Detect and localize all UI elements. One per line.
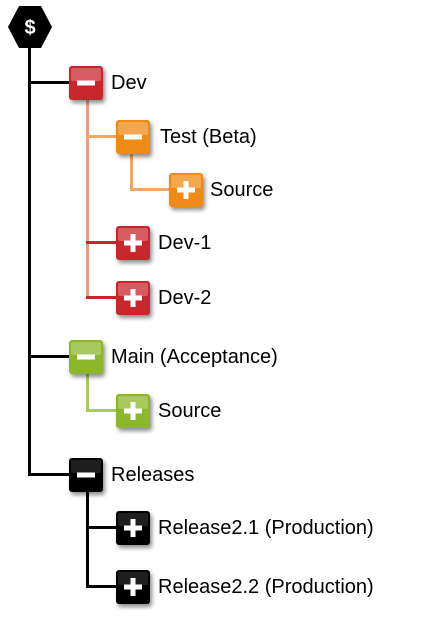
root-symbol: $: [24, 17, 35, 39]
root-trunk-line: [28, 48, 31, 476]
root-hexagon-icon: $: [7, 4, 53, 50]
dev-trunk-line: [86, 98, 89, 298]
test-beta-collapse-button[interactable]: [116, 120, 150, 154]
plus-icon: [124, 578, 142, 596]
node-label-dev-2: Dev-2: [158, 287, 212, 309]
plus-icon: [124, 519, 142, 537]
minus-icon: [77, 80, 95, 86]
minus-icon: [124, 134, 142, 140]
releases-trunk-line: [86, 490, 89, 588]
connector-dev-1: [86, 241, 118, 244]
node-label-test-beta: Test (Beta): [160, 126, 257, 148]
node-label-dev: Dev: [111, 72, 147, 94]
plus-icon: [124, 234, 142, 252]
minus-icon: [77, 354, 95, 360]
node-label-releases: Releases: [111, 464, 195, 486]
release-2-2-expand-button[interactable]: [116, 570, 150, 604]
connector-main-source: [86, 409, 118, 412]
test-trunk-line: [130, 152, 133, 190]
main-trunk-line: [86, 372, 89, 412]
connector-test-source: [130, 188, 170, 191]
connector-test-beta: [86, 135, 118, 138]
plus-icon: [177, 181, 195, 199]
node-label-main: Main (Acceptance): [111, 346, 278, 368]
main-collapse-button[interactable]: [69, 340, 103, 374]
test-source-expand-button[interactable]: [169, 173, 203, 207]
connector-dev-2: [86, 296, 118, 299]
plus-icon: [124, 402, 142, 420]
main-source-expand-button[interactable]: [116, 394, 150, 428]
release-2-1-expand-button[interactable]: [116, 511, 150, 545]
plus-icon: [124, 289, 142, 307]
connector-release-2-1: [86, 526, 118, 529]
minus-icon: [77, 472, 95, 478]
node-label-dev-1: Dev-1: [158, 232, 212, 254]
connector-release-2-2: [86, 585, 118, 588]
node-label-release-2-2: Release2.2 (Production): [158, 576, 374, 598]
connector-releases: [28, 473, 70, 476]
dev-2-expand-button[interactable]: [116, 281, 150, 315]
node-label-test-source: Source: [210, 179, 274, 201]
dev-1-expand-button[interactable]: [116, 226, 150, 260]
dev-collapse-button[interactable]: [69, 66, 103, 100]
connector-dev: [28, 81, 70, 84]
node-label-main-source: Source: [158, 400, 222, 422]
releases-collapse-button[interactable]: [69, 458, 103, 492]
node-label-release-2-1: Release2.1 (Production): [158, 517, 374, 539]
connector-main: [28, 355, 70, 358]
